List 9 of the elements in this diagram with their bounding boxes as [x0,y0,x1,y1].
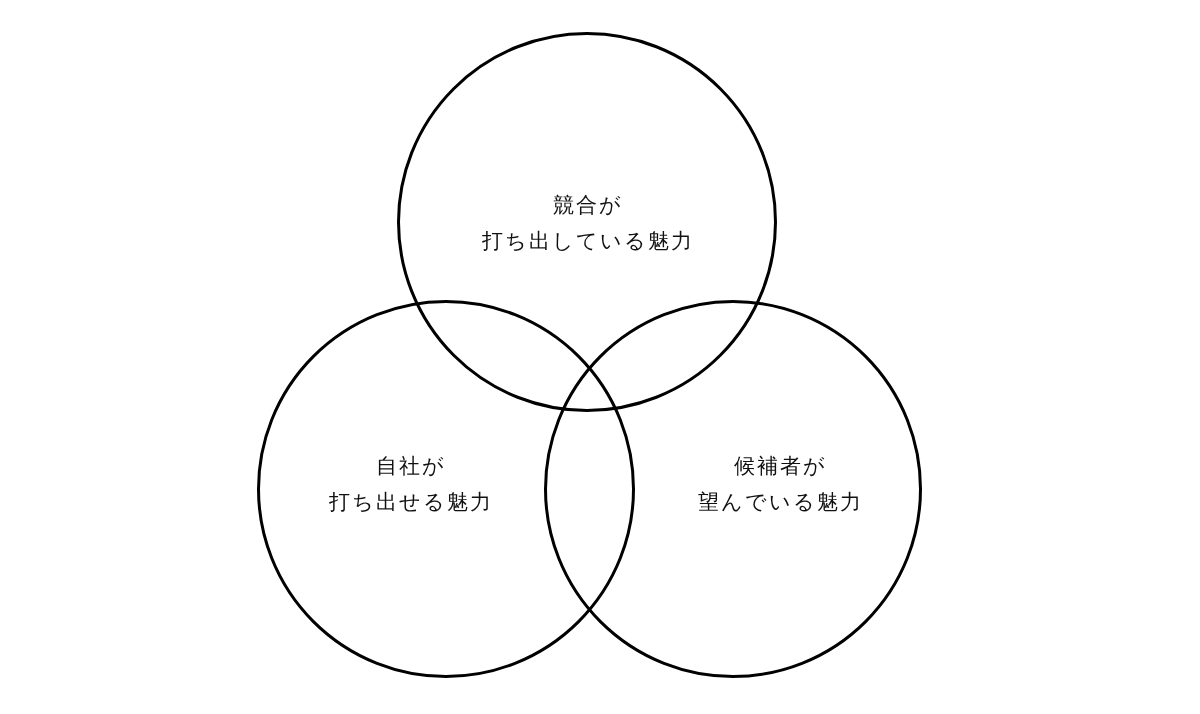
region-heading: 候補者が [733,453,827,479]
venn-circle [544,300,922,678]
region-text: 打ち出せる魅力 [329,489,493,515]
region-heading: 競合が [553,192,623,218]
region-text: 望んでいる魅力 [697,489,863,515]
venn-circle [397,32,777,412]
region-heading: 自社が [376,453,446,479]
venn-circle [257,300,635,678]
region-text: 打ち出している魅力 [482,228,694,254]
